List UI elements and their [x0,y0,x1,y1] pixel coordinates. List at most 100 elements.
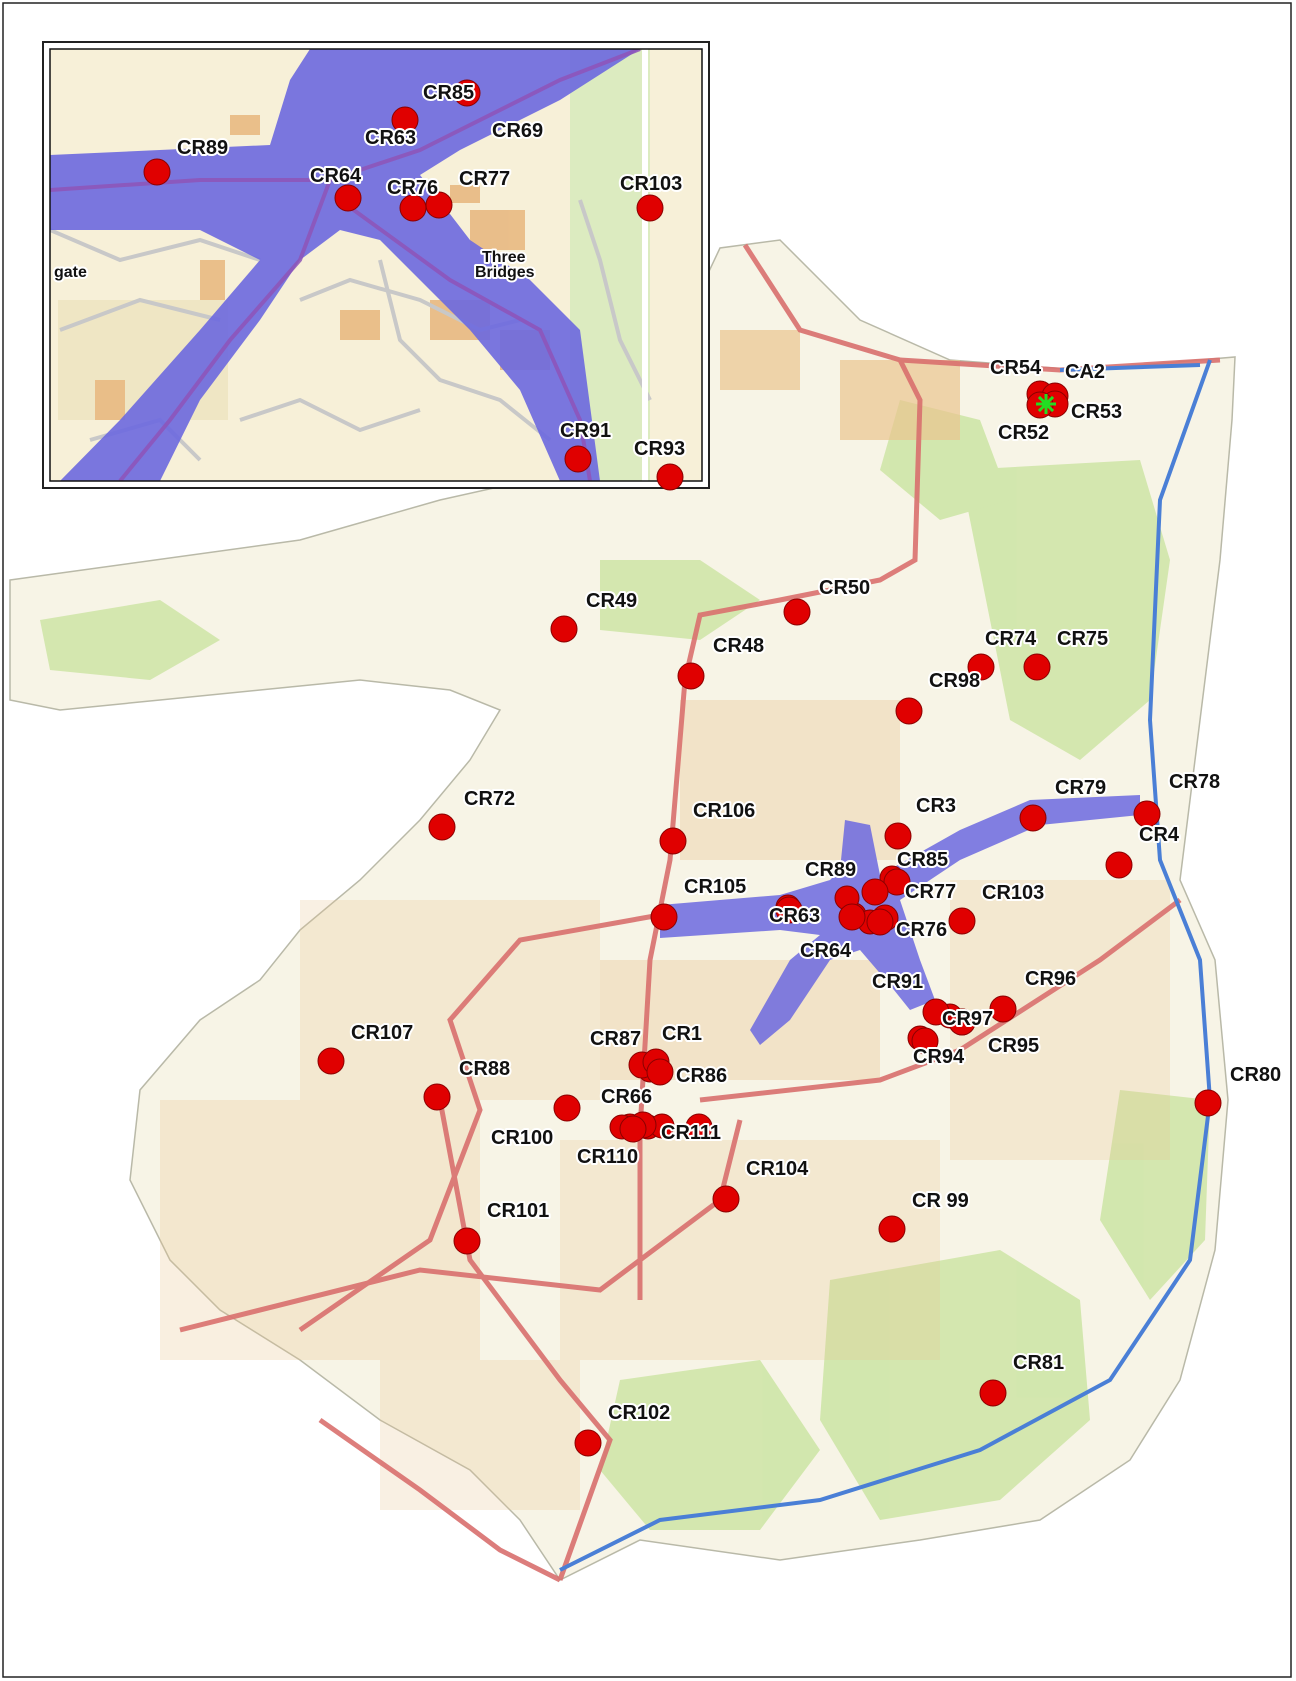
site-marker-cr95[interactable] [948,1008,976,1036]
site-marker-cr50[interactable] [783,598,811,626]
site-label-cr4: CR4 [1139,824,1180,846]
site-marker-cr80[interactable] [1194,1089,1222,1117]
site-marker-cr88[interactable] [423,1083,451,1111]
inset-label-cr63: CR63 [365,127,416,149]
site-label-cr66: CR66 [601,1086,652,1108]
inset-place-label-bridges: Bridges [475,264,535,281]
site-marker-cr94[interactable] [911,1027,939,1055]
site-marker-cr76[interactable] [866,908,894,936]
inset-label-cr85: CR85 [423,82,474,104]
site-marker-cr91[interactable] [922,998,950,1026]
site-marker-cr74[interactable] [967,653,995,681]
site-label-cr99: CR 99 [912,1190,969,1212]
motorway [559,359,1213,1572]
inset-place-label-three: Three [482,249,526,266]
site-marker-cr75[interactable] [1023,653,1051,681]
site-marker-cr100[interactable] [553,1094,581,1122]
inset-marker-cr85[interactable] [453,79,481,107]
site-label-cr49: CR49 [586,590,637,612]
site-label-cr94: CR94 [913,1046,965,1068]
site-marker-cr107[interactable] [317,1047,345,1075]
inset-label-cr64: CR64 [310,165,362,187]
site-marker-cr96[interactable] [989,995,1017,1023]
site-label-cr111: CR111 [661,1122,721,1144]
site-label-cr104: CR104 [746,1158,809,1180]
site-label-cr103: CR103 [982,882,1044,904]
site-label-cr110: CR110 [577,1146,638,1168]
site-label-cr76: CR76 [896,919,947,941]
inset-marker-cr93[interactable] [656,463,684,491]
site-marker-cr49[interactable] [550,615,578,643]
inset-label-cr93: CR93 [634,438,685,460]
site-marker-cr105[interactable] [650,903,678,931]
inset-marker-cr64[interactable] [334,184,362,212]
site-label-cr53: CR53 [1071,401,1122,423]
site-marker-cr106[interactable] [659,827,687,855]
main-site-markers [317,380,1222,1457]
site-marker-cr81[interactable] [979,1379,1007,1407]
site-marker-cr63[interactable] [775,896,803,924]
site-label-cr72: CR72 [464,788,515,810]
site-label-cr80: CR80 [1230,1064,1281,1086]
site-marker-cr102[interactable] [574,1429,602,1457]
site-marker-cr48[interactable] [677,662,705,690]
site-label-cr81: CR81 [1013,1352,1064,1374]
inset-marker-cr63[interactable] [391,106,419,134]
inset-label-cr77: CR77 [459,168,510,190]
site-marker-cr79[interactable] [1019,804,1047,832]
site-label-cr63: CR63 [769,905,820,927]
site-label-cr91: CR91 [872,971,923,993]
site-label-cr96: CR96 [1025,968,1076,990]
site-marker-cr72[interactable] [428,813,456,841]
inset-marker-cr89[interactable] [143,158,171,186]
site-label-cr107: CR107 [351,1022,413,1044]
site-label-cr100: CR100 [491,1127,553,1149]
site-marker-cr89[interactable] [861,878,889,906]
inset-label-cr89: CR89 [177,137,228,159]
site-marker-cr64[interactable] [838,903,866,931]
inset-aqma-zone [50,49,640,481]
site-marker-cr104[interactable] [712,1185,740,1213]
building-areas [160,330,1170,1510]
site-marker-cr99[interactable] [878,1215,906,1243]
site-label-cr64: CR64 [800,940,852,962]
inset-site-markers [143,79,684,491]
inset-marker-cr77[interactable] [425,191,453,219]
site-label-cr79: CR79 [1055,777,1106,799]
site-label-cr88: CR88 [459,1058,510,1080]
site-marker-cr4[interactable] [1105,851,1133,879]
site-marker-cr110[interactable] [619,1115,647,1143]
site-label-cr95: CR95 [988,1035,1039,1057]
a-roads [179,243,1221,1583]
inset-label-cr103: CR103 [620,173,682,195]
site-marker-cr111[interactable] [685,1113,713,1141]
inset-marker-cr103[interactable] [636,194,664,222]
green-areas [40,400,1210,1530]
site-marker-cr101[interactable] [453,1227,481,1255]
site-label-cr89: CR89 [805,859,856,881]
monitor-asterisk-icon[interactable] [1037,395,1055,413]
site-label-cr3: CR3 [916,795,956,817]
inset-label-cr91: CR91 [560,420,611,442]
site-label-cr87: CR87 [590,1028,641,1050]
site-label-cr105: CR105 [684,876,746,898]
site-marker-cr103[interactable] [948,907,976,935]
site-marker-cr86[interactable] [646,1058,674,1086]
site-label-cr52: CR52 [998,422,1049,444]
site-label-cr1: CR1 [662,1023,702,1045]
site-label-cr102: CR102 [608,1402,670,1424]
site-label-cr75: CR75 [1057,628,1108,650]
site-marker-cr78[interactable] [1133,800,1161,828]
monitor-marker [1036,394,1056,414]
site-label-cr98: CR98 [929,670,980,692]
site-marker-cr98[interactable] [895,697,923,725]
site-marker-cr3[interactable] [884,822,912,850]
inset-marker-cr91[interactable] [564,445,592,473]
site-label-cr101: CR101 [487,1200,549,1222]
site-label-cr106: CR106 [693,800,755,822]
